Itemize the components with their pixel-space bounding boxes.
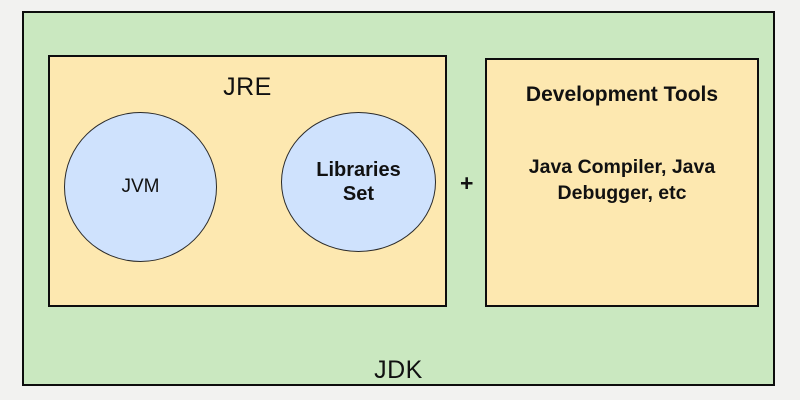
jre-panel: JRE JVM + Libraries Set (48, 55, 447, 307)
libraries-set-label-line1: Libraries (316, 159, 401, 181)
jre-title: JRE (223, 73, 272, 101)
development-tools-title: Development Tools (525, 83, 719, 106)
development-tools-body-line1: Java Compiler, Java (528, 156, 716, 178)
libraries-set-circle: Libraries Set (281, 112, 436, 252)
development-tools-body-line2: Debugger, etc (557, 182, 687, 205)
development-tools-panel: Development Tools Java Compiler, Java De… (485, 58, 759, 307)
jdk-label: JDK (374, 356, 423, 384)
jdk-container: JRE JVM + Libraries Set + Development To… (22, 11, 775, 386)
libraries-set-label-line2: Set (342, 183, 375, 205)
libraries-set-label: Libraries Set (316, 158, 400, 206)
plus-icon-between-panels: + (460, 170, 474, 196)
jvm-label: JVM (121, 176, 160, 198)
jvm-circle: JVM (64, 112, 217, 262)
development-tools-body: Java Compiler, Java Debugger, etc (497, 154, 747, 207)
